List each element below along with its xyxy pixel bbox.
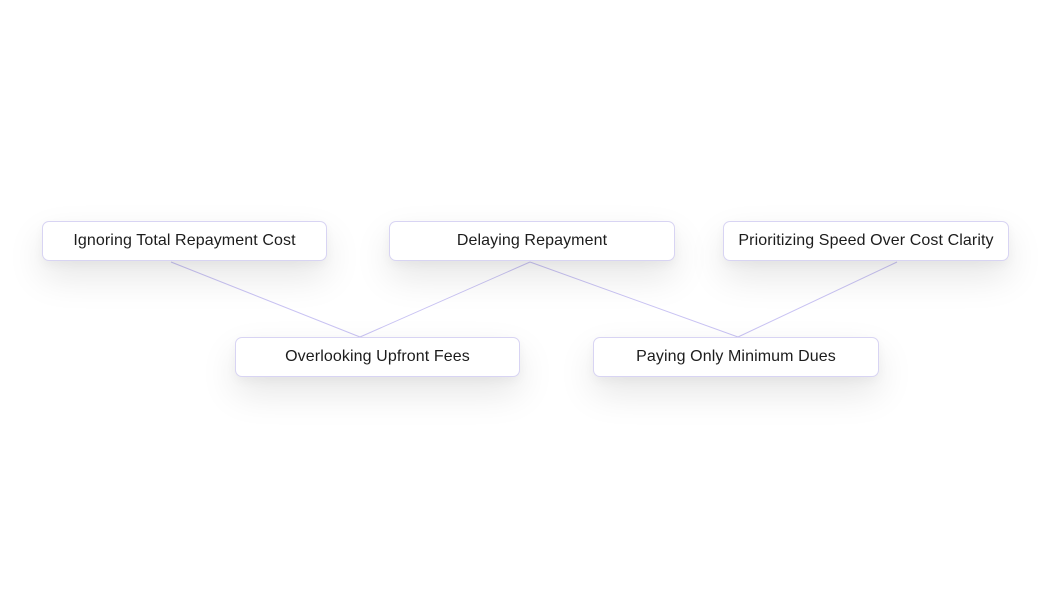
node-ignoring-total-repayment-cost: Ignoring Total Repayment Cost — [42, 221, 327, 261]
connector-line — [170, 261, 361, 338]
connector-line — [359, 261, 531, 338]
node-overlooking-upfront-fees: Overlooking Upfront Fees — [235, 337, 520, 377]
node-delaying-repayment: Delaying Repayment — [389, 221, 675, 261]
node-label: Overlooking Upfront Fees — [285, 348, 470, 365]
node-paying-only-minimum-dues: Paying Only Minimum Dues — [593, 337, 879, 377]
node-label: Paying Only Minimum Dues — [636, 348, 836, 365]
connector-line — [737, 261, 898, 338]
node-prioritizing-speed-over-cost-clarity: Prioritizing Speed Over Cost Clarity — [723, 221, 1009, 261]
node-label: Delaying Repayment — [456, 232, 608, 249]
connector-line — [529, 261, 739, 338]
node-label: Ignoring Total Repayment Cost — [73, 232, 296, 249]
node-label: Prioritizing Speed Over Cost Clarity — [738, 232, 994, 249]
